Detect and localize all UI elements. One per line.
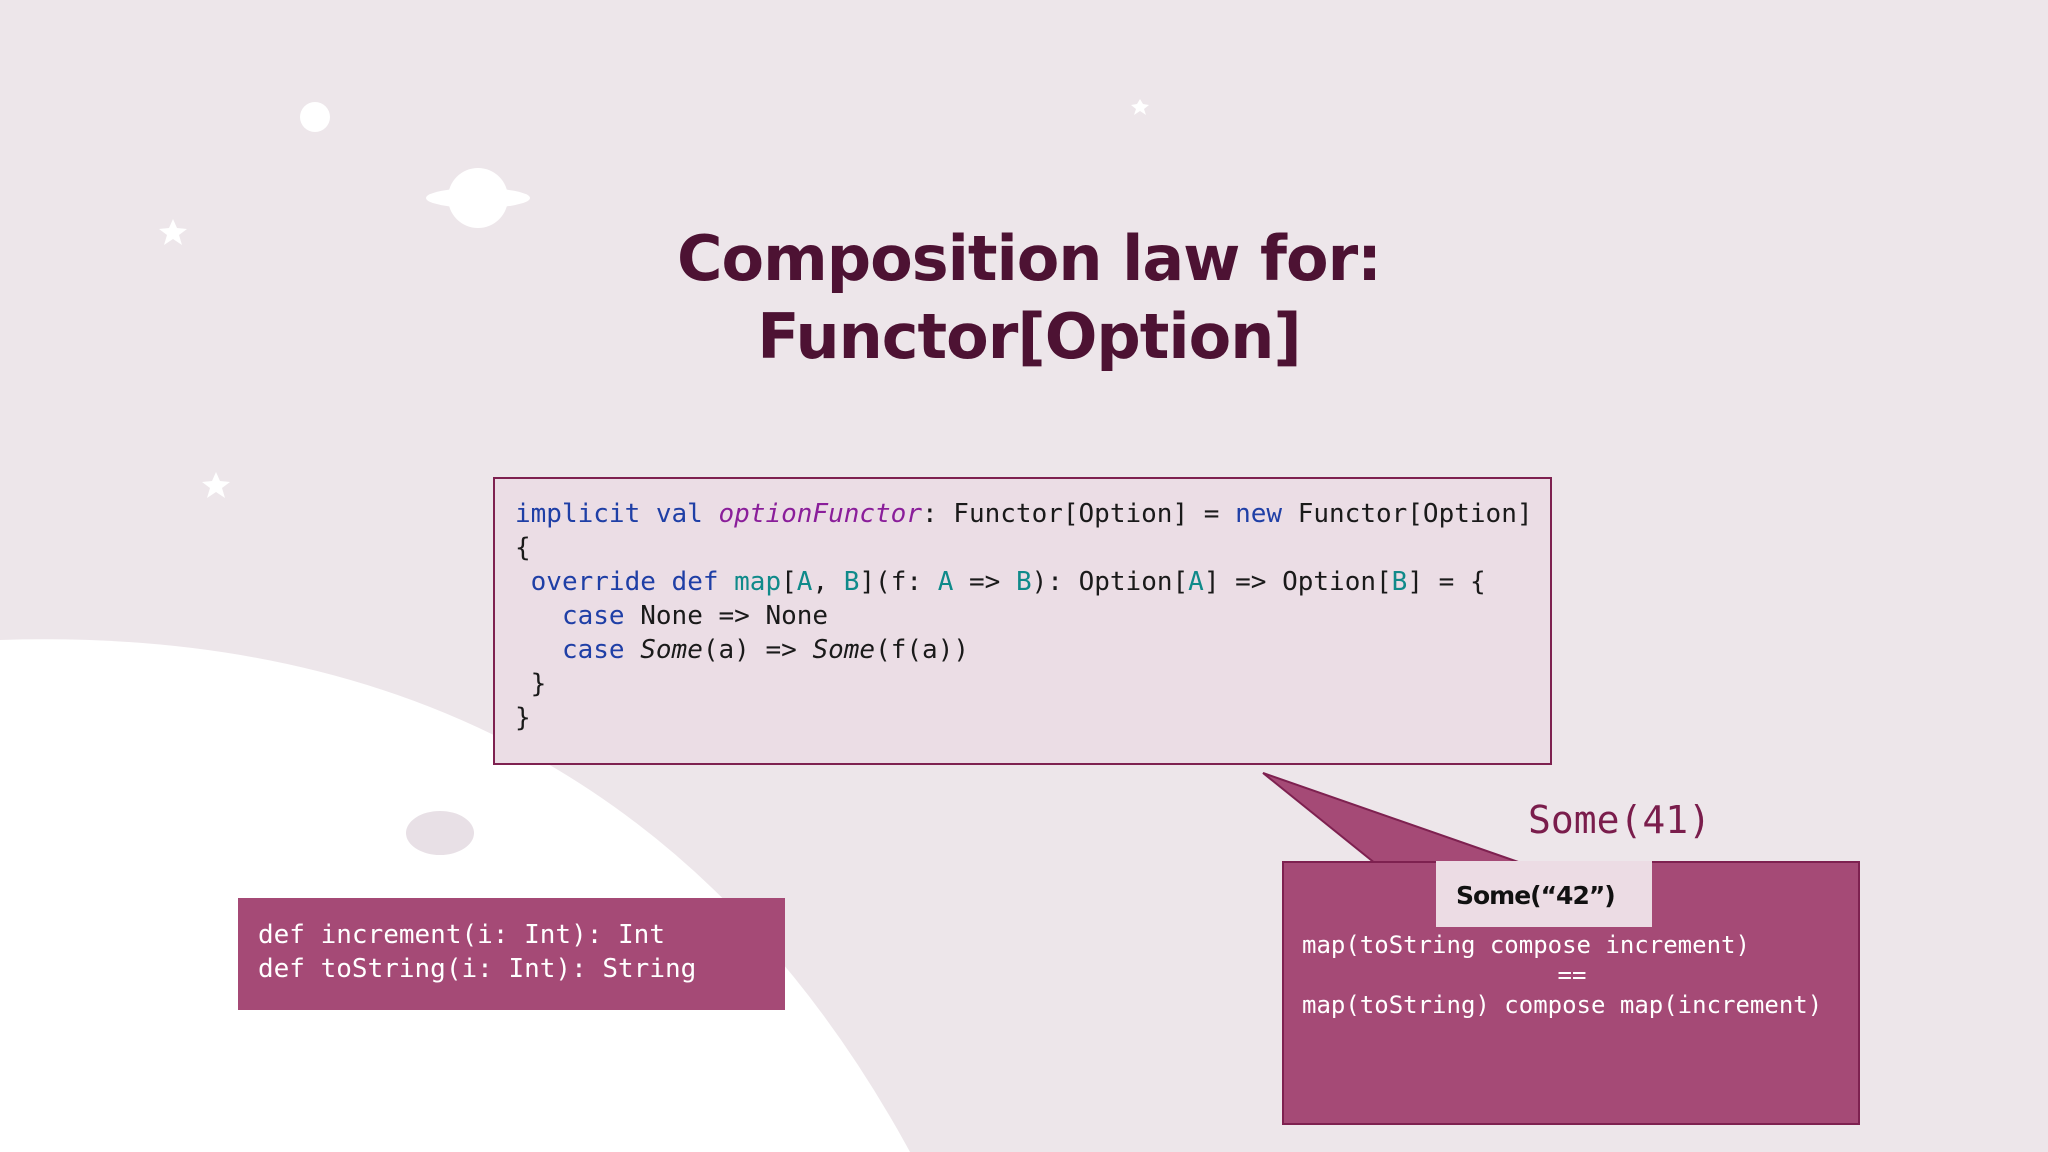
code-line-3: override def map[A, B](f: A => B): Optio… xyxy=(515,565,1550,599)
code-keyword: override def xyxy=(530,567,735,597)
composition-law-callout: Some(“42”) map(toString compose incremen… xyxy=(1282,861,1860,1125)
def-increment: def increment(i: Int): Int xyxy=(258,920,665,950)
code-constructor: Some xyxy=(812,635,876,665)
code-text: (a) => xyxy=(702,635,813,665)
code-constructor: Some xyxy=(640,635,703,665)
code-type-param: A xyxy=(1188,567,1204,597)
code-type-param: B xyxy=(1391,567,1408,597)
code-type-param: B xyxy=(843,567,860,597)
code-line-1: implicit val optionFunctor: Functor[Opti… xyxy=(515,497,1550,531)
planet-surface xyxy=(0,639,910,1152)
title-line-1: Composition law for: xyxy=(677,222,1382,295)
code-line-2: { xyxy=(515,533,531,563)
code-line-7: } xyxy=(515,703,531,733)
code-line-5: case Some(a) => Some(f(a)) xyxy=(515,633,1550,667)
code-line-4: case None => None xyxy=(515,599,1550,633)
code-text: ](f: xyxy=(859,567,938,597)
code-text: None => None xyxy=(624,601,829,631)
code-text: [ xyxy=(781,567,797,597)
code-line-6: } xyxy=(515,669,547,699)
code-text: : Functor[Option] = xyxy=(922,499,1236,529)
code-text: Functor[Option] xyxy=(1282,499,1533,529)
code-type-param: A xyxy=(937,567,954,597)
code-keyword: new xyxy=(1235,499,1283,529)
code-text: ] => Option[ xyxy=(1203,567,1392,597)
def-tostring: def toString(i: Int): String xyxy=(258,954,697,984)
code-text: , xyxy=(812,567,844,597)
code-type-param: A xyxy=(796,567,813,597)
function-definitions-box: def increment(i: Int): Int def toString(i… xyxy=(238,898,785,1010)
law-equals: == xyxy=(1557,961,1587,989)
star-icon xyxy=(1131,99,1149,115)
title-line-2: Functor[Option] xyxy=(757,300,1301,373)
code-identifier: optionFunctor xyxy=(718,499,923,529)
callout-input-label: Some(41) xyxy=(1528,798,1712,842)
code-indent xyxy=(515,567,531,597)
law-right-side: map(toString) compose map(increment) xyxy=(1302,991,1823,1019)
code-indent xyxy=(515,601,562,631)
crater xyxy=(406,811,474,855)
code-indent xyxy=(515,635,562,665)
saturn-planet-icon xyxy=(426,168,530,228)
code-keyword: implicit val xyxy=(515,499,719,529)
code-space xyxy=(625,635,641,665)
slide-title: Composition law for: Functor[Option] xyxy=(524,220,1534,376)
code-keyword: case xyxy=(561,635,625,665)
code-method: map xyxy=(734,567,782,597)
result-chip: Some(“42”) xyxy=(1436,861,1652,927)
star-icon xyxy=(159,219,187,245)
code-block: implicit val optionFunctor: Functor[Opti… xyxy=(493,477,1552,765)
moon-dot xyxy=(300,102,330,132)
code-text: ] = { xyxy=(1407,567,1486,597)
code-text: ): Option[ xyxy=(1031,567,1189,597)
code-text: (f(a)) xyxy=(875,635,969,665)
callout-pointer xyxy=(1262,772,1525,865)
code-type-param: B xyxy=(1015,567,1032,597)
star-icon xyxy=(202,472,230,498)
law-left-side: map(toString compose increment) xyxy=(1302,931,1750,959)
code-text: => xyxy=(953,567,1016,597)
code-keyword: case xyxy=(561,601,625,631)
